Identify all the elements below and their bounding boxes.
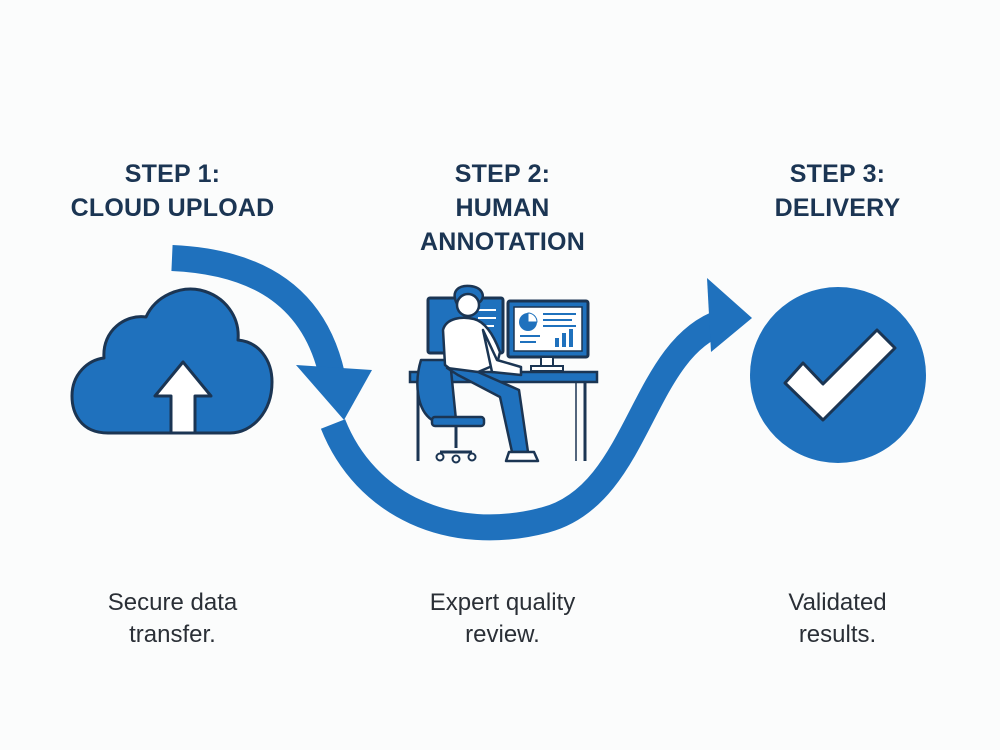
person-icon xyxy=(441,284,540,463)
step-2-title-line: HUMAN xyxy=(455,194,550,222)
step-3-title-line: STEP 3: xyxy=(789,160,886,188)
flow-arrow-1 xyxy=(171,245,372,420)
person-at-computer-icon xyxy=(408,284,599,464)
step-2-title: STEP 2: HUMAN ANNOTATION xyxy=(385,157,620,259)
step-2-description-line: review. xyxy=(465,621,540,648)
step-1-description: Secure data transfer. xyxy=(50,587,295,651)
step-3-title: STEP 3: DELIVERY xyxy=(740,157,935,225)
step-2-title-line: STEP 2: xyxy=(454,160,551,188)
arrowhead-2 xyxy=(707,278,752,352)
checkmark-circle-icon xyxy=(750,287,926,463)
monitor-right-icon xyxy=(506,299,590,372)
upload-arrow-icon xyxy=(153,360,213,435)
step-1-title-line: CLOUD UPLOAD xyxy=(70,194,275,222)
step-1-description-line: transfer. xyxy=(129,621,216,648)
cloud-upload-icon xyxy=(70,287,274,435)
step-2-description: Expert quality review. xyxy=(385,587,620,651)
flow-arrow-2 xyxy=(320,278,752,541)
step-2-description-line: Expert quality xyxy=(429,589,576,616)
step-1-title-line: STEP 1: xyxy=(124,160,221,188)
step-2-title-line: ANNOTATION xyxy=(420,228,585,256)
step-3-title-line: DELIVERY xyxy=(774,194,901,222)
step-1-description-line: Secure data xyxy=(107,589,238,616)
arrowhead-1 xyxy=(296,365,372,420)
step-3-description-line: Validated xyxy=(788,589,887,616)
chair-icon xyxy=(416,358,486,464)
step-3-description-line: results. xyxy=(798,621,877,648)
step-1-title: STEP 1: CLOUD UPLOAD xyxy=(40,157,305,225)
step-3-description: Validated results. xyxy=(740,587,935,651)
